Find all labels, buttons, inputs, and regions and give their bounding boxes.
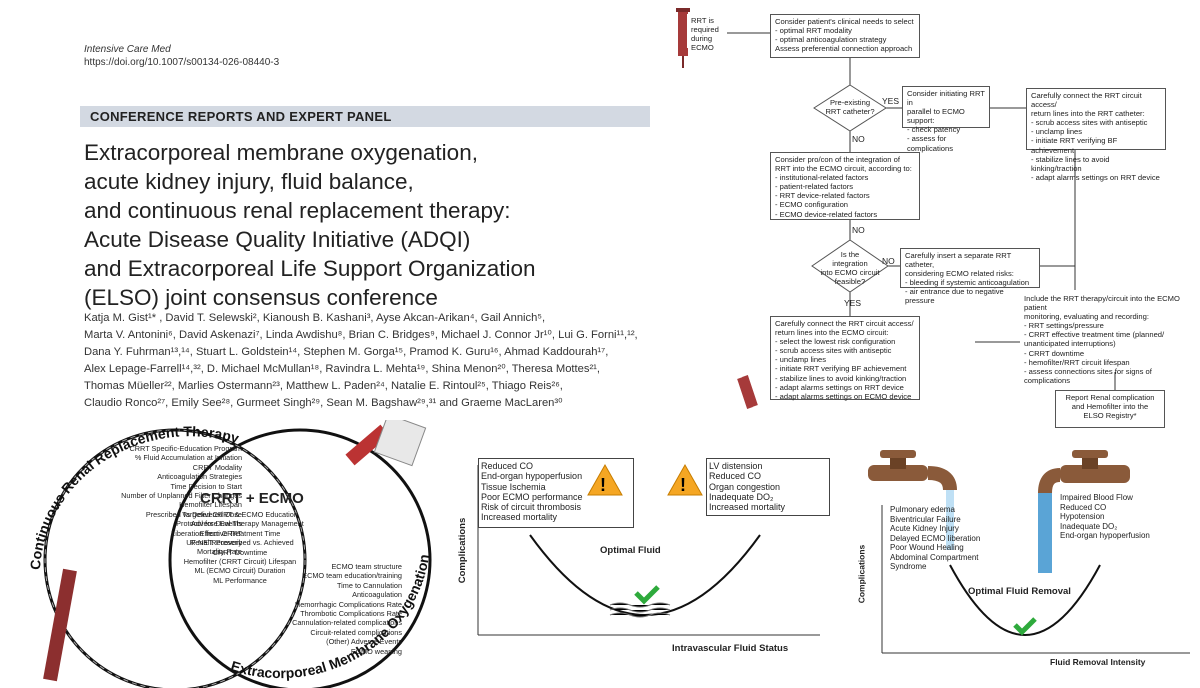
rrt-tube-icon: [678, 10, 688, 56]
venn-shapes: Continuous Renal Replacement Therapy Ext…: [27, 420, 432, 688]
decision-diamond-1: [813, 84, 887, 132]
x-axis-label: Fluid Removal Intensity: [1050, 657, 1146, 667]
author-line: Alex Lepage-Farrell¹⁴,³², D. Michael McM…: [84, 363, 601, 375]
paper-header-panel: Intensive Care Med https://doi.org/10.10…: [0, 0, 652, 418]
yes-label-2: YES: [844, 298, 862, 308]
combined-item-list: Targeted CRRT & ECMO Education Protocol …: [176, 510, 304, 585]
decision-1-text: Pre-existing RRT catheter?: [825, 98, 875, 116]
fluid-status-chart: ! ! Reduced CO End-organ hypoperfusion T…: [457, 445, 850, 688]
u-curve: [529, 534, 761, 616]
title-line: and continuous renal replacement therapy…: [84, 198, 511, 223]
yes-label-1: YES: [882, 96, 900, 106]
warning-icon-right: [667, 463, 703, 496]
y-axis-label: Complications: [457, 517, 469, 584]
author-line: Claudio Ronco²⁷, Emily See²⁸, Gurmeet Si…: [84, 397, 563, 409]
ecmo-tube: [345, 424, 390, 466]
ecmo-circle: [168, 428, 432, 688]
u-curve: [949, 564, 1101, 636]
title-line: Acute Disease Quality Initiative (ADQI): [84, 227, 471, 252]
optimal-removal-label: Optimal Fluid Removal: [968, 586, 1071, 597]
journal-name: Intensive Care Med: [84, 44, 171, 55]
title-line: and Extracorporeal Life Support Organiza…: [84, 256, 536, 281]
parallel-box: Consider initiating RRT in parallel to E…: [902, 86, 990, 153]
decision-2-text: Is the integration into ECMO circuit fea…: [820, 250, 880, 286]
fluid-chart-svg: ! !: [477, 463, 820, 636]
procon-box: Consider pro/con of the integration of R…: [770, 152, 920, 220]
crrt-tube: [43, 568, 77, 682]
warning-icon-left: [587, 463, 623, 496]
connect-ecmo-box: Carefully connect the RRT circuit access…: [770, 316, 920, 401]
section-label: CONFERENCE REPORTS AND EXPERT PANEL: [90, 109, 392, 124]
high-removal-list: Impaired Blood Flow Reduced CO Hypotensi…: [1060, 493, 1150, 540]
rrt-flowchart: RRT is required during ECMO Consider pat…: [660, 0, 1200, 440]
report-box: Report Renal complication and Hemofilter…: [1055, 390, 1165, 428]
check-icon: [1013, 617, 1037, 636]
separate-catheter-box: Carefully insert a separate RRT catheter…: [900, 248, 1040, 305]
faucet-icon-left: [868, 450, 957, 550]
author-list: Katja M. Gist¹* , David T. Selewski², Ki…: [84, 310, 644, 412]
author-line: Marta V. Antonini⁶, David Askenazi⁷, Lin…: [84, 329, 638, 341]
high-fluid-list: LV distension Reduced CO Organ congestio…: [706, 458, 830, 516]
no-label-2a: NO: [852, 225, 865, 235]
faucet-icon-right: [1038, 450, 1130, 573]
low-removal-list: Pulmonary edema Biventricular Failure Ac…: [890, 505, 981, 571]
oxygenator-icon: [373, 420, 427, 467]
ecmo-tube-icon: [737, 375, 758, 409]
crrt-item-list: CRRT Specific-Education Program % Fluid …: [121, 444, 242, 557]
consider-needs-box: Consider patient's clinical needs to sel…: [770, 14, 920, 58]
crrt-ecmo-title: CRRT + ECMO: [200, 490, 304, 507]
no-label-1: NO: [852, 134, 865, 144]
flowchart-connectors: [676, 8, 1116, 409]
doi-link[interactable]: https://doi.org/10.1007/s00134-026-08440…: [84, 57, 280, 68]
svg-text:!: !: [600, 475, 606, 495]
removal-chart-svg: [868, 450, 1190, 654]
x-axis-label: Intravascular Fluid Status: [672, 643, 789, 654]
title-line: acute kidney injury, fluid balance,: [84, 169, 414, 194]
svg-text:!: !: [680, 475, 686, 495]
optimal-fluid-label: Optimal Fluid: [600, 545, 661, 556]
fluid-removal-chart: Pulmonary edema Biventricular Failure Ac…: [850, 445, 1200, 688]
venn-diagram: Continuous Renal Replacement Therapy Ext…: [0, 420, 460, 688]
author-line: Dana Y. Fuhrman¹³,¹⁴, Stuart L. Goldstei…: [84, 346, 609, 358]
paper-title: Extracorporeal membrane oxygenation, acu…: [84, 138, 644, 312]
monitoring-text: Include the RRT therapy/circuit into the…: [1020, 292, 1200, 385]
section-banner: CONFERENCE REPORTS AND EXPERT PANEL: [80, 106, 650, 127]
low-fluid-list: Reduced CO End-organ hypoperfusion Tissu…: [478, 458, 634, 528]
optimal-zone-waves: [609, 602, 671, 618]
decision-diamond-2: [811, 239, 889, 293]
no-label-2: NO: [882, 256, 895, 266]
author-line: Thomas Müeller²², Marlies Ostermann²³, M…: [84, 380, 563, 392]
ecmo-item-list: ECMO team structure ECMO team education/…: [292, 562, 402, 656]
start-node: RRT is required during ECMO: [687, 14, 727, 52]
connect-catheter-box: Carefully connect the RRT circuit access…: [1026, 88, 1166, 182]
y-axis-label: Complications: [856, 544, 867, 604]
title-line: Extracorporeal membrane oxygenation,: [84, 140, 478, 165]
author-line: Katja M. Gist¹* , David T. Selewski², Ki…: [84, 312, 546, 324]
title-line: (ELSO) joint consensus conference: [84, 285, 438, 310]
check-icon: [634, 585, 660, 605]
